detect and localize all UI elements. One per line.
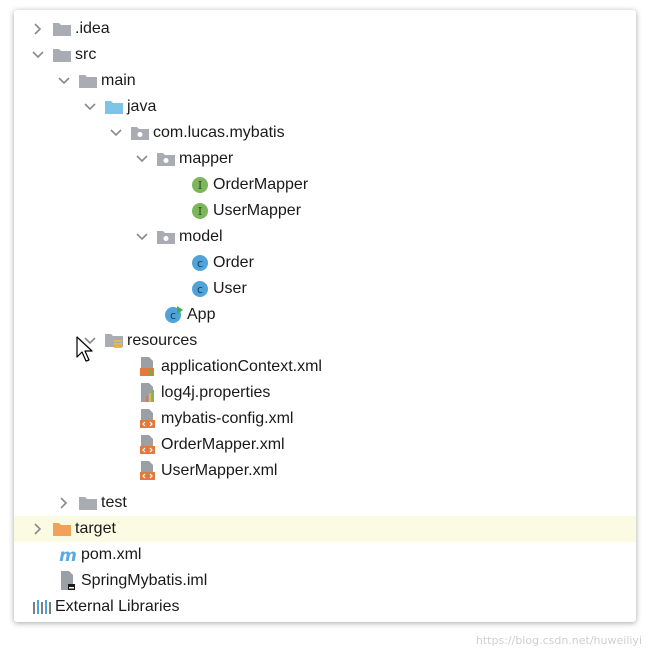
xml-file-icon — [138, 409, 158, 429]
tree-label: Order — [213, 254, 254, 271]
watermark: https://blog.csdn.net/huweiliyi — [475, 634, 642, 647]
folder-icon — [78, 493, 98, 513]
chevron-right-icon[interactable] — [28, 519, 48, 539]
svg-text:m: m — [59, 546, 77, 564]
tree-label: SpringMybatis.iml — [81, 572, 208, 589]
package-icon — [156, 149, 176, 169]
tree-label: mapper — [179, 150, 234, 167]
interface-icon: I — [190, 175, 210, 195]
tree-node-order-mapper[interactable]: I OrderMapper — [14, 172, 636, 198]
tree-node-test[interactable]: test — [14, 490, 636, 516]
tree-node-main[interactable]: main — [14, 68, 636, 94]
package-icon — [130, 123, 150, 143]
svg-text:c: c — [170, 309, 176, 322]
tree-label: main — [101, 72, 136, 89]
tree-node-java[interactable]: java — [14, 94, 636, 120]
project-tree-panel: .idea src main java — [14, 10, 636, 622]
tree-label: External Libraries — [55, 598, 180, 615]
tree-label: mybatis-config.xml — [161, 410, 294, 427]
tree-label: log4j.properties — [161, 384, 271, 401]
chevron-down-icon[interactable] — [54, 71, 74, 91]
package-icon — [156, 227, 176, 247]
tree-node-pom[interactable]: m pom.xml — [14, 542, 636, 568]
library-icon — [32, 597, 52, 617]
tree-node-external-libraries[interactable]: External Libraries — [14, 594, 636, 620]
tree-node-target[interactable]: target — [14, 516, 636, 542]
tree-node-user-mapper[interactable]: I UserMapper — [14, 198, 636, 224]
chevron-down-icon[interactable] — [132, 149, 152, 169]
tree-label: pom.xml — [81, 546, 142, 563]
chevron-down-icon[interactable] — [132, 227, 152, 247]
tree-node-user[interactable]: c User — [14, 276, 636, 302]
chevron-down-icon[interactable] — [106, 123, 126, 143]
source-folder-icon — [104, 97, 124, 117]
tree-node-idea[interactable]: .idea — [14, 16, 636, 42]
maven-icon: m — [58, 545, 78, 565]
mouse-cursor-icon — [76, 336, 93, 362]
spring-xml-file-icon — [138, 357, 158, 377]
folder-icon — [52, 45, 72, 65]
tree-label: App — [187, 306, 216, 323]
svg-text:c: c — [197, 257, 203, 270]
chevron-right-icon[interactable] — [54, 493, 74, 513]
module-file-icon — [58, 571, 78, 591]
tree-label: User — [213, 280, 247, 297]
tree-label: java — [127, 98, 157, 115]
chevron-down-icon[interactable] — [28, 45, 48, 65]
tree-label: com.lucas.mybatis — [153, 124, 285, 141]
tree-node-user-mapper-xml[interactable]: UserMapper.xml — [14, 458, 636, 484]
tree-label: OrderMapper.xml — [161, 436, 285, 453]
tree-label: resources — [127, 332, 198, 349]
tree-node-order[interactable]: c Order — [14, 250, 636, 276]
excluded-folder-icon — [52, 519, 72, 539]
class-icon: c — [190, 253, 210, 273]
chevron-down-icon[interactable] — [80, 331, 100, 351]
tree-node-model[interactable]: model — [14, 224, 636, 250]
svg-text:I: I — [198, 205, 202, 218]
tree-node-src[interactable]: src — [14, 42, 636, 68]
runnable-class-icon: c — [164, 305, 184, 325]
tree-node-mybatis-config[interactable]: mybatis-config.xml — [14, 406, 636, 432]
tree-label: src — [75, 46, 97, 63]
folder-icon — [52, 19, 72, 39]
properties-file-icon — [138, 383, 158, 403]
tree-label: OrderMapper — [213, 176, 309, 193]
tree-label: UserMapper — [213, 202, 302, 219]
tree-node-resources[interactable]: resources — [14, 328, 636, 354]
tree-node-iml[interactable]: SpringMybatis.iml — [14, 568, 636, 594]
tree-node-order-mapper-xml[interactable]: OrderMapper.xml — [14, 432, 636, 458]
svg-text:c: c — [197, 283, 203, 296]
tree-label: target — [75, 520, 116, 537]
folder-icon — [78, 71, 98, 91]
tree-label: test — [101, 494, 127, 511]
resources-folder-icon — [104, 331, 124, 351]
chevron-right-icon[interactable] — [28, 19, 48, 39]
tree-label: model — [179, 228, 223, 245]
chevron-down-icon[interactable] — [80, 97, 100, 117]
tree-label: UserMapper.xml — [161, 462, 278, 479]
class-icon: c — [190, 279, 210, 299]
svg-text:I: I — [198, 179, 202, 192]
xml-file-icon — [138, 461, 158, 481]
tree-node-application-context[interactable]: applicationContext.xml — [14, 354, 636, 380]
tree-node-app[interactable]: c App — [14, 302, 636, 328]
tree-node-package[interactable]: com.lucas.mybatis — [14, 120, 636, 146]
tree-label: applicationContext.xml — [161, 358, 322, 375]
tree-node-log4j[interactable]: log4j.properties — [14, 380, 636, 406]
tree-label: .idea — [75, 20, 110, 37]
tree-node-mapper[interactable]: mapper — [14, 146, 636, 172]
interface-icon: I — [190, 201, 210, 221]
xml-file-icon — [138, 435, 158, 455]
